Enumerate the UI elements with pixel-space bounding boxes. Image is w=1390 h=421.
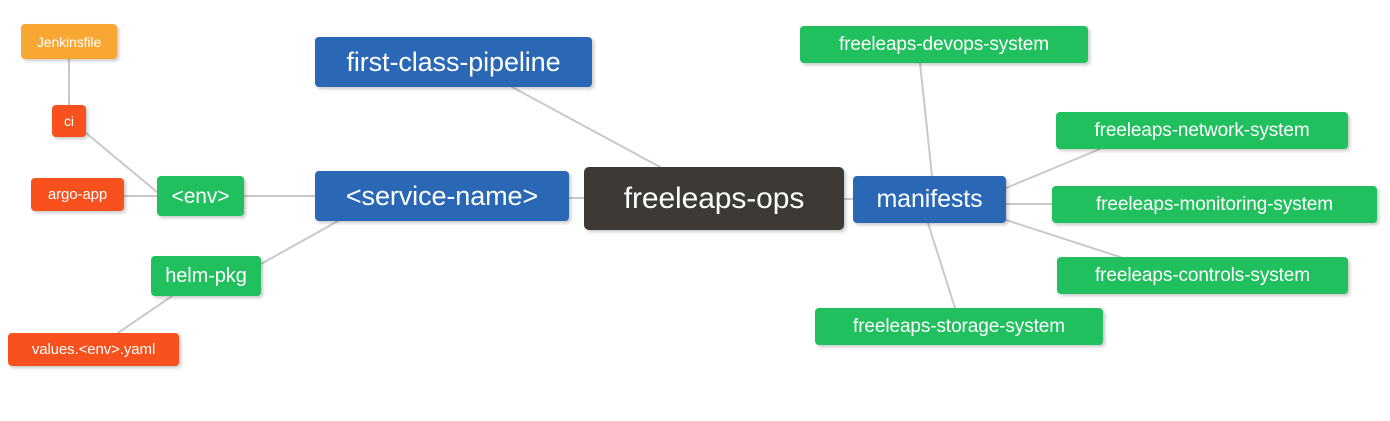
edge-manifests-to-freeleaps-controls-system (1005, 219, 1121, 258)
node-argo-app[interactable]: argo-app (31, 178, 124, 211)
node-service-name[interactable]: <service-name> (315, 171, 569, 221)
edge-service-name-to-helm-pkg (260, 220, 339, 265)
node-first-class-pipeline[interactable]: first-class-pipeline (315, 37, 592, 87)
edge-first-class-pipeline-to-freeleaps-ops (511, 86, 661, 168)
node-freeleaps-ops[interactable]: freeleaps-ops (584, 167, 844, 230)
node-freeleaps-storage-system[interactable]: freeleaps-storage-system (815, 308, 1103, 345)
edge-helm-pkg-to-values-env-yaml (117, 295, 173, 334)
node-helm-pkg[interactable]: helm-pkg (151, 256, 261, 296)
node-freeleaps-monitoring-system[interactable]: freeleaps-monitoring-system (1052, 186, 1377, 223)
node-values-env-yaml[interactable]: values.<env>.yaml (8, 333, 179, 366)
edge-manifests-to-freeleaps-storage-system (927, 222, 956, 309)
node-ci[interactable]: ci (52, 105, 86, 137)
edge-manifests-to-freeleaps-network-system (1005, 148, 1101, 189)
node-freeleaps-network-system[interactable]: freeleaps-network-system (1056, 112, 1348, 149)
node-env[interactable]: <env> (157, 176, 244, 216)
edge-manifests-to-freeleaps-devops-system (919, 62, 933, 177)
node-jenkinsfile[interactable]: Jenkinsfile (21, 24, 117, 59)
node-manifests[interactable]: manifests (853, 176, 1006, 223)
node-freeleaps-controls-system[interactable]: freeleaps-controls-system (1057, 257, 1348, 294)
node-freeleaps-devops-system[interactable]: freeleaps-devops-system (800, 26, 1088, 63)
